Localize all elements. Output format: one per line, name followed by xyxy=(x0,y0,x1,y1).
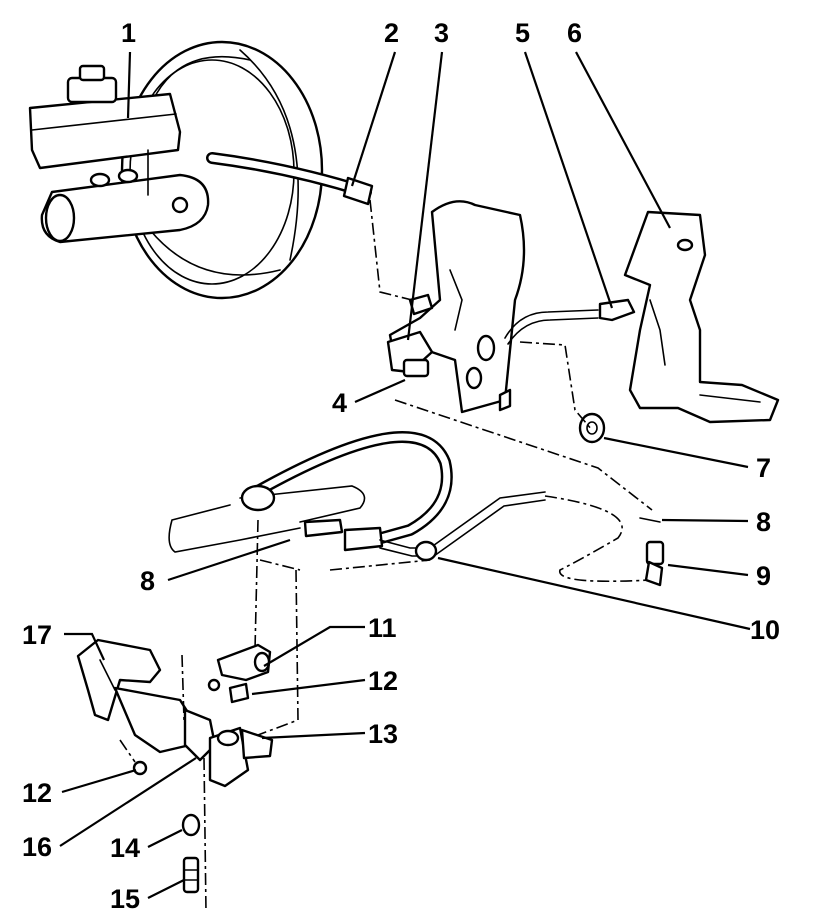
callout-6: 6 xyxy=(567,18,582,48)
callout-17: 17 xyxy=(22,620,52,650)
leader-lines xyxy=(59,51,751,899)
callout-3: 3 xyxy=(434,18,449,48)
callout-13: 13 xyxy=(368,719,398,749)
callout-7: 7 xyxy=(756,453,771,483)
circlip-and-pin xyxy=(181,813,201,894)
callout-12-lower: 12 xyxy=(22,778,52,808)
callout-1: 1 xyxy=(121,18,136,48)
line-bracket xyxy=(207,643,272,704)
callout-9: 9 xyxy=(756,561,771,591)
clip-and-bleed-line xyxy=(544,495,661,583)
callout-5: 5 xyxy=(515,18,530,48)
master-cylinder xyxy=(28,64,210,244)
callout-2: 2 xyxy=(384,18,399,48)
clutch-line xyxy=(168,431,546,562)
hose xyxy=(206,152,374,206)
slave-cylinder-assembly xyxy=(76,638,274,788)
callout-14: 14 xyxy=(110,833,140,863)
callout-8-left: 8 xyxy=(140,566,155,596)
bleed-valve xyxy=(644,540,665,587)
callout-15: 15 xyxy=(110,884,140,914)
callout-4: 4 xyxy=(332,388,347,418)
clutch-switch-rod xyxy=(504,298,636,345)
clutch-pedal xyxy=(623,210,780,424)
callout-16: 16 xyxy=(22,832,52,862)
callout-8-right: 8 xyxy=(756,507,771,537)
callout-11: 11 xyxy=(368,613,397,643)
callout-12-upper: 12 xyxy=(368,666,398,696)
bush xyxy=(578,412,606,444)
pedal-bracket xyxy=(386,200,526,414)
callout-10: 10 xyxy=(750,615,780,645)
assembly-lines xyxy=(119,199,653,913)
callout-numbers: 1 2 3 4 5 6 7 8 8 9 10 11 12 12 13 14 15… xyxy=(22,18,780,914)
